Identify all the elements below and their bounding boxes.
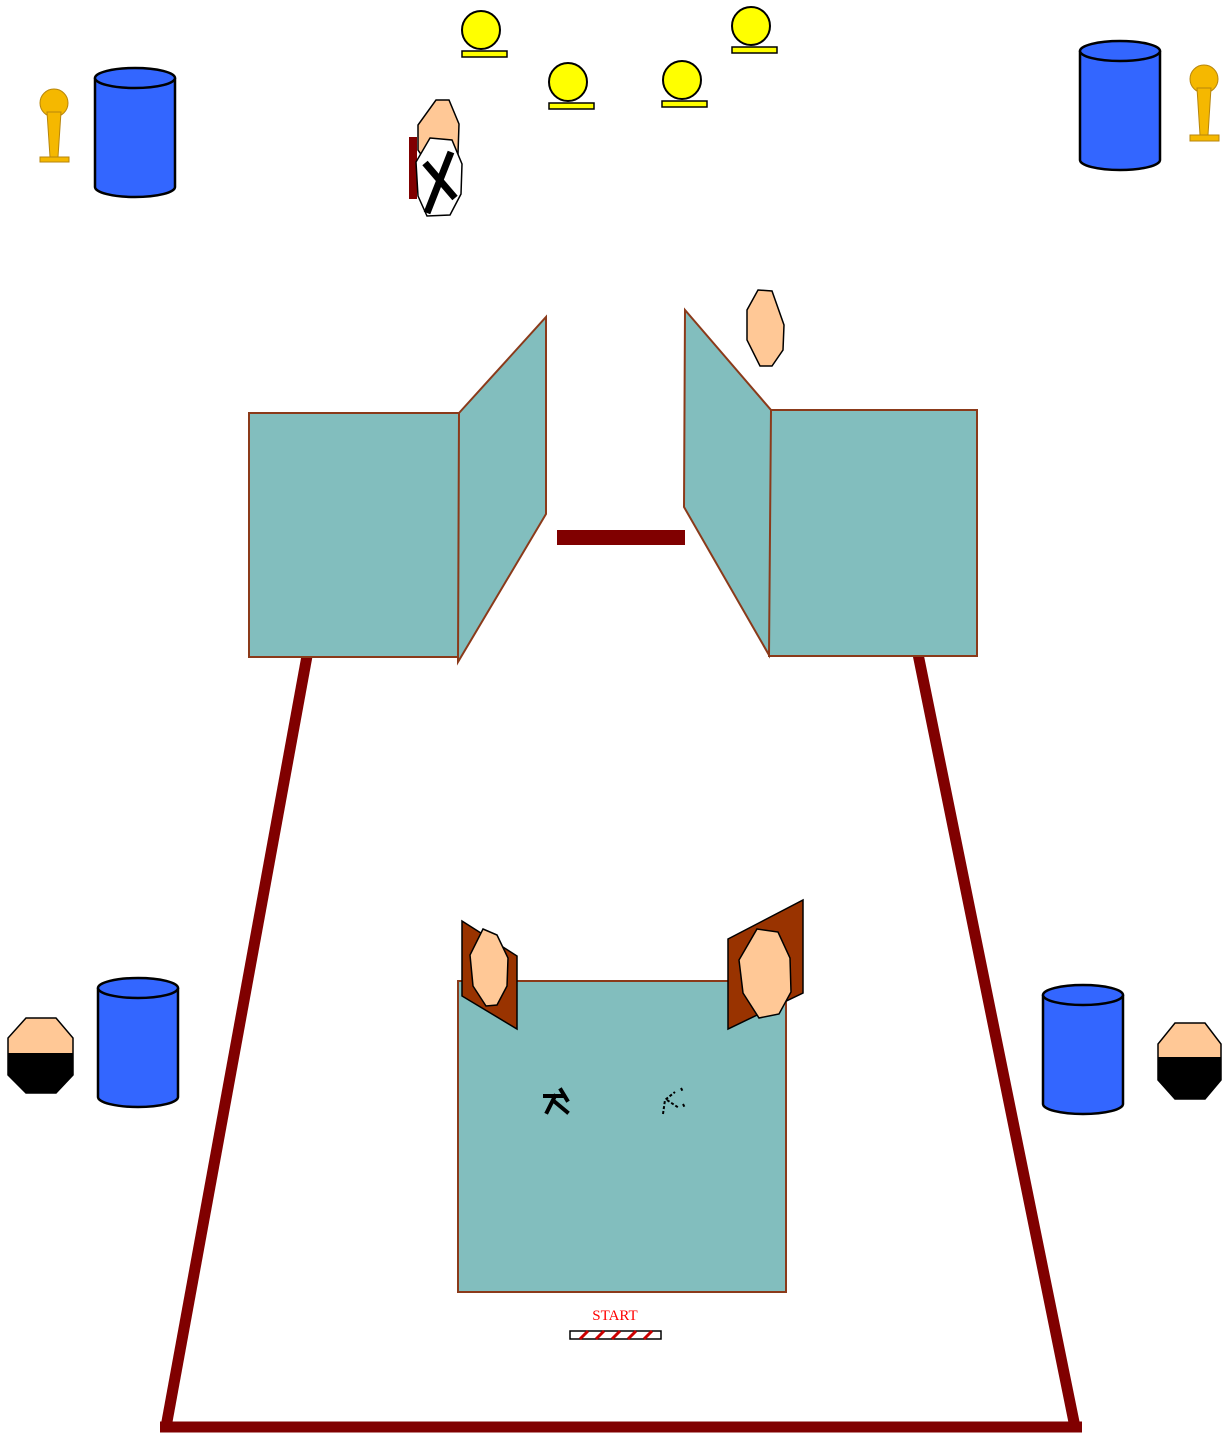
left-gate-side-panel	[456, 314, 547, 666]
tennis-ball-icon	[461, 10, 508, 58]
crossed-target-icon	[415, 137, 463, 217]
left-spectator	[7, 1017, 74, 1094]
hair-shape	[1158, 1057, 1221, 1099]
right-spectator	[1157, 1022, 1222, 1100]
right-defender	[727, 898, 804, 1031]
trophy-pin-icon	[1189, 64, 1220, 142]
tennis-ball-icon	[661, 60, 708, 108]
right-gate-side-panel	[682, 307, 773, 659]
fencer-icon	[543, 1087, 570, 1115]
start-mat-icon	[569, 1329, 662, 1341]
trophy-pin-icon	[39, 88, 70, 163]
hair-shape	[8, 1053, 73, 1093]
player-bar	[409, 137, 417, 199]
arena-boundary	[160, 652, 1082, 1433]
barrel-icon	[1078, 39, 1162, 172]
fencer-icon	[662, 1087, 686, 1115]
left-gate-front-panel	[248, 412, 460, 658]
tennis-ball-icon	[548, 62, 595, 110]
top-player	[409, 99, 463, 217]
right-gate-front-panel	[768, 409, 978, 657]
tennis-ball-icon	[731, 6, 778, 54]
head-icon	[469, 928, 509, 1007]
start-label: START	[592, 1308, 637, 1324]
left-defender	[461, 919, 518, 1031]
right-gate	[682, 307, 978, 659]
head-icon	[746, 289, 785, 367]
gate-bar	[557, 530, 685, 545]
barrel-icon	[96, 976, 180, 1109]
left-gate	[248, 314, 547, 666]
arena-right-wall	[912, 652, 1081, 1429]
head-icon	[738, 928, 792, 1019]
arena-left-wall	[160, 655, 313, 1428]
start-box	[457, 980, 787, 1293]
start-marker: START	[569, 1308, 662, 1341]
barrel-icon	[93, 66, 177, 199]
barrel-icon	[1041, 983, 1125, 1116]
